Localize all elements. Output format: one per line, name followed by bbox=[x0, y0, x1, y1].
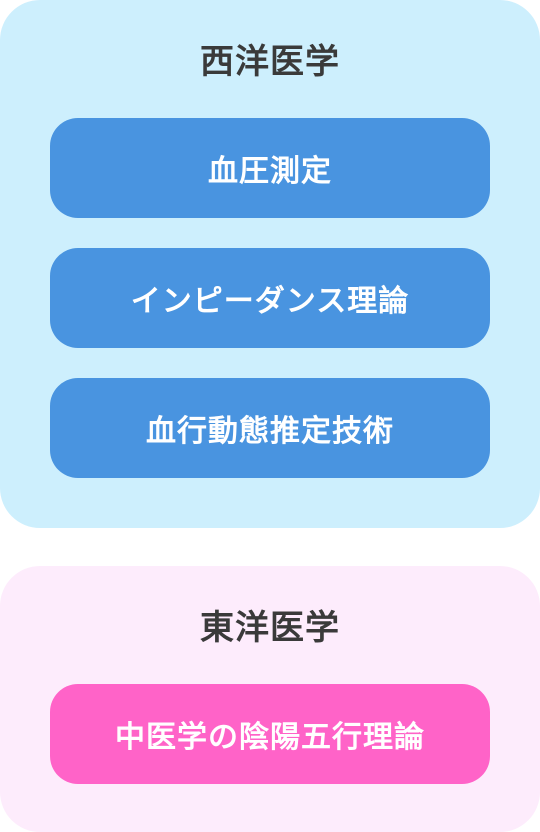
eastern-medicine-panel: 東洋医学 中医学の陰陽五行理論 bbox=[0, 566, 540, 832]
eastern-medicine-title: 東洋医学 bbox=[200, 608, 340, 648]
item-impedance-theory: インピーダンス理論 bbox=[50, 248, 490, 348]
item-blood-pressure-measurement: 血圧測定 bbox=[50, 118, 490, 218]
item-tcm-yinyang-five-elements: 中医学の陰陽五行理論 bbox=[50, 684, 490, 784]
western-medicine-title: 西洋医学 bbox=[200, 42, 340, 82]
western-medicine-panel: 西洋医学 血圧測定 インピーダンス理論 血行動態推定技術 bbox=[0, 0, 540, 528]
item-hemodynamic-estimation: 血行動態推定技術 bbox=[50, 378, 490, 478]
